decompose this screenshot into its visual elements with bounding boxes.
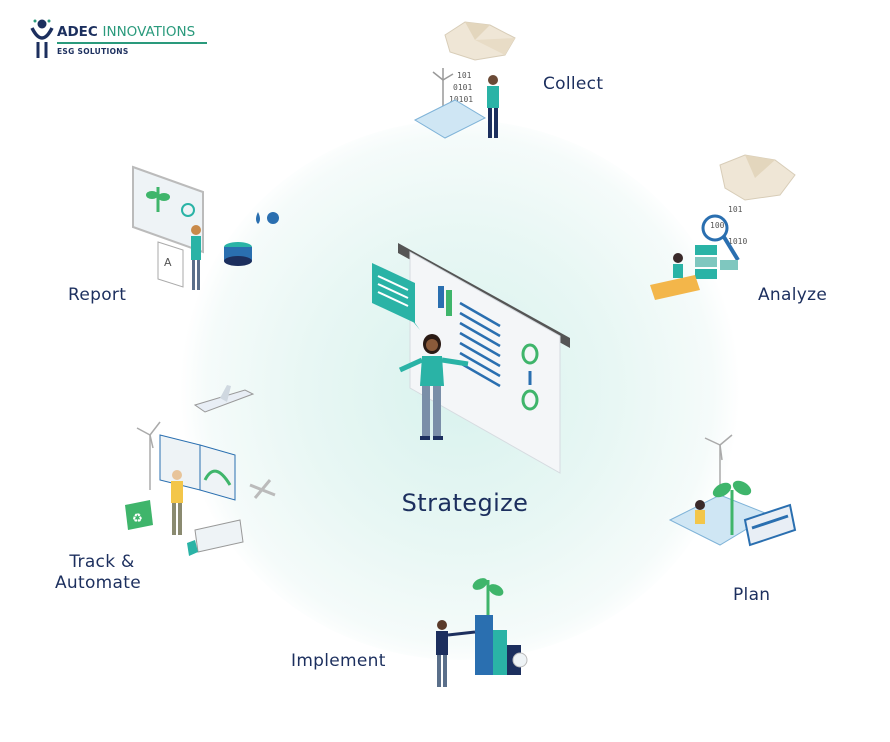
logo-underline <box>57 42 207 44</box>
person-icon <box>191 225 201 290</box>
water-drop-icon <box>256 212 279 224</box>
logo-wordmark: ADEC INNOVATIONS <box>57 24 196 40</box>
bar-blocks-icon <box>475 615 521 675</box>
implement-illustration <box>436 578 528 687</box>
recycle-icon: ♻ <box>125 500 153 530</box>
truck-icon <box>187 519 244 556</box>
step-label-collect: Collect <box>543 74 604 94</box>
monitor-icon <box>132 165 204 254</box>
cloud-icon <box>719 154 796 201</box>
pencil-icon <box>650 275 700 300</box>
person-icon <box>695 500 705 524</box>
chat-panel-icon <box>372 263 420 330</box>
database-icon <box>224 242 252 266</box>
bus-icon <box>743 503 797 547</box>
svg-text:10101: 10101 <box>449 95 473 104</box>
svg-text:♻: ♻ <box>132 511 143 525</box>
tablet-icon <box>413 99 487 139</box>
monitor-icon <box>159 434 236 501</box>
step-label-track-line1: Track & <box>69 552 135 572</box>
plant-icon <box>712 480 752 535</box>
person-icon <box>436 620 476 687</box>
track-illustration: ♻ <box>125 385 276 556</box>
svg-text:100: 100 <box>710 221 725 230</box>
step-label-implement: Implement <box>291 651 386 671</box>
plant-icon <box>472 578 504 615</box>
svg-text:101: 101 <box>457 71 472 80</box>
person-icon <box>673 253 683 278</box>
document-icon: A <box>157 241 184 288</box>
step-label-track: Track & Automate <box>55 552 141 594</box>
person-icon <box>171 470 183 535</box>
server-stack-icon <box>695 245 738 279</box>
plan-illustration <box>668 434 797 547</box>
logo-tagline: ESG SOLUTIONS <box>57 47 129 56</box>
strategize-illustration <box>372 243 570 474</box>
svg-text:101: 101 <box>728 205 743 214</box>
collect-illustration: 101 0101 10101 <box>413 21 516 139</box>
cloud-icon <box>444 21 516 61</box>
wind-turbine-icon <box>136 421 161 490</box>
step-label-plan: Plan <box>733 585 771 605</box>
lightbulb-icon <box>512 652 528 668</box>
cross-marker <box>249 479 276 499</box>
presenter-icon <box>398 334 469 440</box>
magnifier-icon <box>701 214 740 262</box>
logo-figure-icon <box>30 19 54 58</box>
data-stream: 101 0101 10101 <box>449 71 473 104</box>
center-label-strategize: Strategize <box>401 489 529 517</box>
airplane-icon <box>193 385 255 413</box>
whiteboard-icon <box>398 243 570 474</box>
svg-text:0101: 0101 <box>453 83 472 92</box>
person-icon <box>487 75 499 138</box>
step-label-report: Report <box>68 285 127 305</box>
company-logo: ADEC INNOVATIONS ESG SOLUTIONS <box>30 18 207 64</box>
svg-text:1010: 1010 <box>728 237 747 246</box>
step-label-track-line2: Automate <box>55 573 141 593</box>
svg-text:A: A <box>164 256 172 269</box>
step-label-analyze: Analyze <box>758 285 828 305</box>
report-illustration: A <box>132 165 279 290</box>
